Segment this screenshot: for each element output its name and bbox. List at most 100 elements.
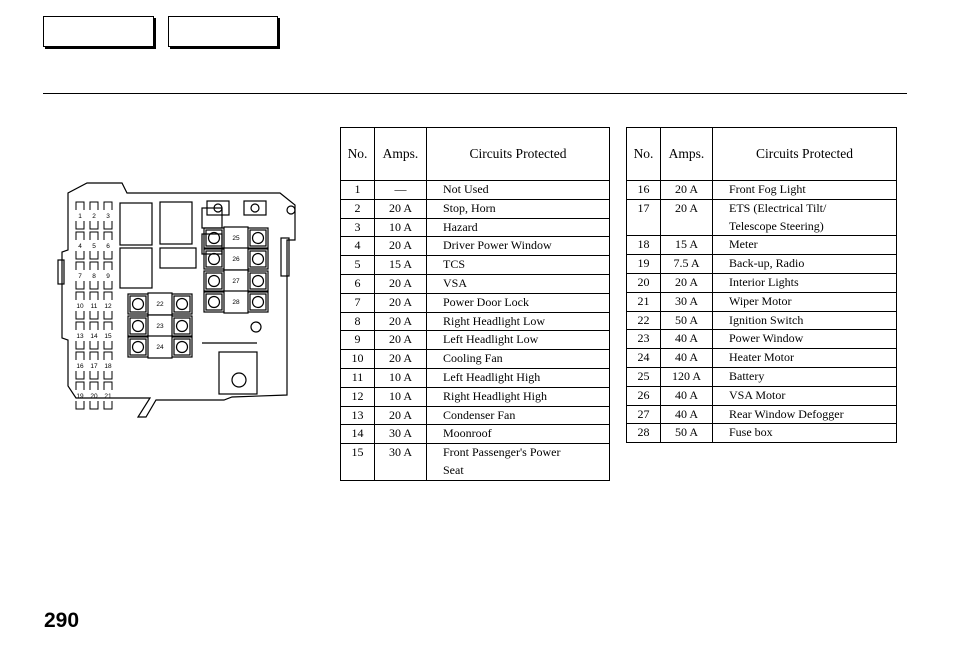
fuse-label: 22 bbox=[156, 301, 164, 308]
fuse-label: 11 bbox=[91, 303, 98, 310]
fuse-label: 27 bbox=[232, 278, 240, 285]
fuse-terminal bbox=[173, 295, 191, 313]
mini-fuse-top bbox=[103, 231, 113, 240]
mini-fuse-top bbox=[75, 291, 85, 300]
mini-fuse-top bbox=[75, 201, 85, 210]
cell-amps: 50 A bbox=[660, 311, 713, 331]
fuse-terminal bbox=[129, 295, 147, 313]
terminal-bolt bbox=[175, 340, 189, 354]
terminal-bolt bbox=[251, 231, 265, 245]
mini-fuse-top bbox=[89, 201, 99, 210]
terminal-bolt bbox=[251, 274, 265, 288]
cell-amps: 20 A bbox=[374, 349, 427, 369]
header-circuits: Circuits Protected bbox=[426, 127, 610, 181]
cell-no: 28 bbox=[626, 423, 661, 444]
cell-circuit: Power Door Lock bbox=[426, 293, 610, 313]
terminal-bolt bbox=[175, 297, 189, 311]
terminal-bolt bbox=[207, 252, 221, 266]
mini-fuse-bottom bbox=[75, 281, 85, 290]
mini-fuse-top bbox=[89, 321, 99, 330]
mini-fuse-top bbox=[103, 201, 113, 210]
mini-fuse-top bbox=[89, 351, 99, 360]
cell-no: 12 bbox=[340, 387, 375, 407]
mini-fuse-bottom bbox=[75, 341, 85, 350]
mini-fuse-top bbox=[103, 351, 113, 360]
mini-fuse-bottom bbox=[103, 371, 113, 380]
mini-fuse-bottom bbox=[75, 221, 85, 230]
fuse-label: 25 bbox=[232, 235, 240, 242]
fuse-label: 17 bbox=[90, 363, 98, 370]
mini-fuse-top bbox=[75, 351, 85, 360]
fuse-terminal bbox=[129, 317, 147, 335]
fuse-terminal bbox=[173, 338, 191, 356]
cell-no: 10 bbox=[340, 349, 375, 369]
cell-amps: 120 A bbox=[660, 367, 713, 387]
cell-amps: 20 A bbox=[374, 274, 427, 294]
cell-amps: 20 A bbox=[374, 236, 427, 257]
cell-no: 17 bbox=[626, 199, 661, 237]
fuse-label: 26 bbox=[232, 256, 240, 263]
cell-no: 25 bbox=[626, 367, 661, 387]
cell-circuit: Condenser Fan bbox=[426, 406, 610, 426]
cell-circuit: Right Headlight Low bbox=[426, 312, 610, 332]
mini-fuse-bottom bbox=[89, 311, 99, 320]
fuse-label: 3 bbox=[106, 213, 110, 220]
mini-fuse-bottom bbox=[103, 281, 113, 290]
cell-no: 21 bbox=[626, 292, 661, 312]
fuse-label: 15 bbox=[104, 333, 112, 340]
mini-fuse-top bbox=[103, 381, 113, 390]
fuse-label: 28 bbox=[232, 299, 240, 306]
cell-no: 22 bbox=[626, 311, 661, 331]
cell-amps: 20 A bbox=[374, 199, 427, 219]
fuse-element bbox=[147, 335, 173, 359]
cell-no: 16 bbox=[626, 180, 661, 200]
cell-circuit-line2: Telescope Steering) bbox=[729, 218, 824, 233]
mini-fuse-top bbox=[75, 381, 85, 390]
cell-no: 8 bbox=[340, 312, 375, 332]
cell-amps: 20 A bbox=[374, 293, 427, 313]
cell-amps: 50 A bbox=[660, 423, 713, 444]
terminal-bolt bbox=[175, 319, 189, 333]
cell-amps: 20 A bbox=[374, 406, 427, 426]
cell-amps: 40 A bbox=[660, 386, 713, 406]
mini-fuse-bottom bbox=[103, 311, 113, 320]
nav-button-left[interactable] bbox=[43, 16, 154, 47]
nav-button-right[interactable] bbox=[168, 16, 278, 47]
cell-circuit: Ignition Switch bbox=[712, 311, 897, 331]
cell-amps: 30 A bbox=[374, 424, 427, 445]
mini-fuse-top bbox=[103, 321, 113, 330]
cell-circuit-line1: Front Passenger's Power bbox=[443, 445, 561, 460]
cell-amps: 7.5 A bbox=[660, 254, 713, 274]
fuse-terminal bbox=[249, 293, 267, 311]
cell-no: 1 bbox=[340, 180, 375, 200]
cell-circuit: Driver Power Window bbox=[426, 236, 610, 257]
cell-amps: 10 A bbox=[374, 368, 427, 388]
terminal-bolt bbox=[251, 252, 265, 266]
cell-amps: 10 A bbox=[374, 218, 427, 238]
cell-no: 3 bbox=[340, 218, 375, 238]
mini-fuse-top bbox=[103, 261, 113, 270]
cell-circuit: Fuse box bbox=[712, 423, 897, 444]
fuse-terminal bbox=[205, 293, 223, 311]
mini-fuse-top bbox=[89, 291, 99, 300]
fuse-terminal bbox=[249, 250, 267, 268]
mini-fuse-bottom bbox=[89, 371, 99, 380]
mini-fuse-top bbox=[75, 261, 85, 270]
mini-fuse-bottom bbox=[89, 221, 99, 230]
cell-amps: 20 A bbox=[374, 312, 427, 332]
fuse-terminal bbox=[205, 272, 223, 290]
mini-fuse-bottom bbox=[75, 371, 85, 380]
cell-no: 20 bbox=[626, 273, 661, 293]
cell-circuit: ETS (Electrical Tilt/Telescope Steering) bbox=[712, 199, 897, 237]
